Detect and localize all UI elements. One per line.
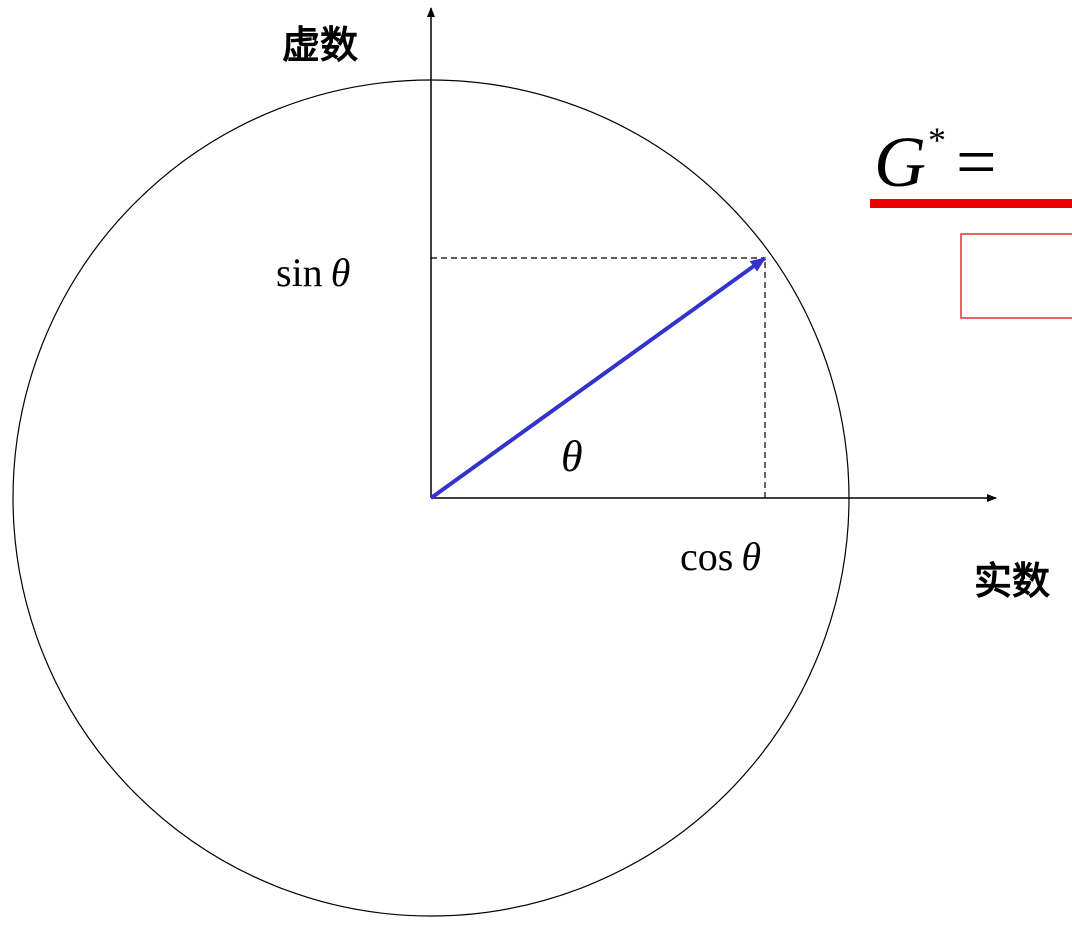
real-axis-label: 实数 [974,559,1050,603]
formula-equals: = [956,122,997,202]
imaginary-axis-label: 虚数 [282,23,358,67]
cos-theta-symbol: θ [741,534,761,579]
formula-answer-box [960,233,1072,319]
formula-underline-bar [870,199,1072,208]
formula-superscript: * [928,120,946,160]
sin-function-text: sin [276,250,323,295]
sin-theta-symbol: θ [331,250,351,295]
formula-g-symbol: G [874,122,926,202]
angle-theta-label: θ [561,432,583,481]
cos-function-text: cos [680,534,733,579]
formula-g-star: G*= [874,120,997,202]
unit-vector-arrow [429,256,767,500]
